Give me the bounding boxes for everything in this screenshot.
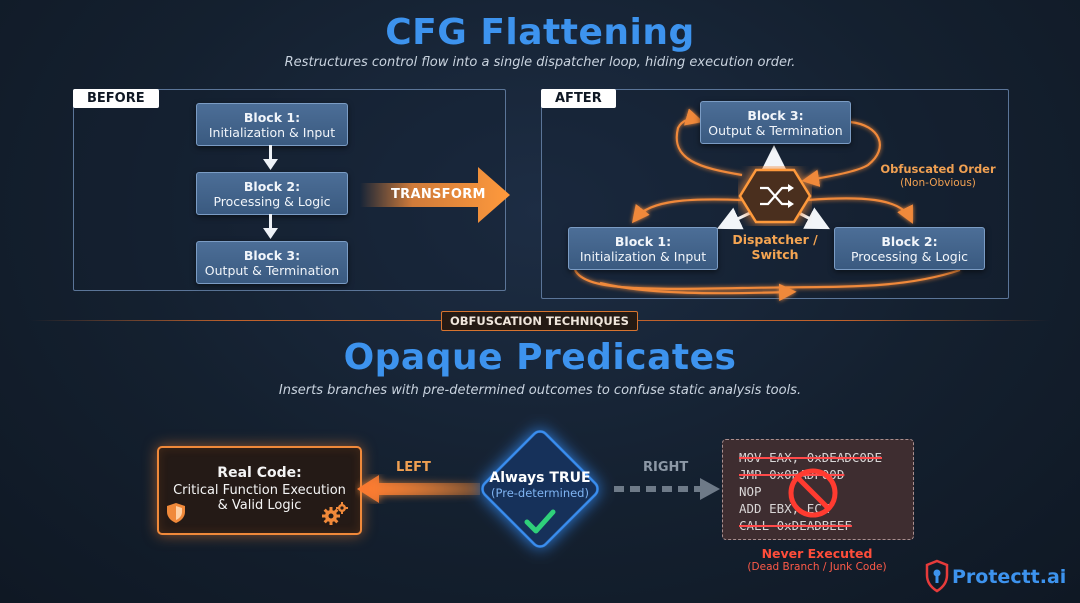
block-name: Block 3:: [243, 247, 301, 263]
block-desc: Output & Termination: [708, 122, 843, 138]
predicate-note: (Pre-determined): [491, 486, 589, 500]
block-desc: Processing & Logic: [213, 193, 331, 209]
dead-code-line: JMP 0x0BADF00D: [739, 467, 845, 482]
prohibited-icon: [788, 468, 838, 518]
left-label: LEFT: [396, 460, 431, 475]
predicate-diamond: [481, 430, 599, 548]
right-branch-arrow: [614, 478, 720, 500]
dispatcher-line-2: Switch: [751, 247, 799, 262]
gears-icon: [322, 502, 348, 525]
block-desc: Processing & Logic: [850, 248, 969, 264]
right-label: RIGHT: [643, 460, 689, 475]
block-desc: Initialization & Input: [579, 248, 707, 264]
cfg-subtitle: Restructures control flow into a single …: [284, 55, 796, 70]
block-name: Block 2:: [243, 178, 301, 194]
predicate-title: Always TRUE: [489, 470, 591, 486]
block-desc: Initialization & Input: [208, 124, 336, 140]
real-code-title: Real Code:: [217, 465, 302, 481]
before-block-2: Block 2: Processing & Logic: [196, 172, 348, 215]
dead-code-line: CALL 0xDEADBEEF: [739, 518, 852, 533]
after-block-1: Block 1: Initialization & Input: [568, 227, 718, 270]
transform-arrow: [360, 167, 510, 223]
block-name: Block 2:: [881, 233, 938, 249]
never-executed-label: Never Executed: [761, 546, 873, 561]
transform-label: TRANSFORM: [391, 187, 486, 202]
real-code-line-2: & Valid Logic: [217, 498, 302, 513]
obfuscated-order-label: Obfuscated Order: [880, 162, 996, 176]
cfg-title: CFG Flattening: [385, 12, 695, 53]
block-name: Block 3:: [747, 107, 804, 123]
opaque-title: Opaque Predicates: [343, 337, 737, 378]
after-tag: AFTER: [541, 89, 616, 108]
protectt-logo-icon: [925, 559, 949, 593]
shield-icon: [167, 503, 185, 523]
never-executed-sub: (Dead Branch / Junk Code): [747, 561, 887, 573]
before-tag: BEFORE: [73, 89, 159, 108]
obfuscated-order-note: Obfuscated Order (Non-Obvious): [880, 162, 996, 190]
never-executed-note: Never Executed (Dead Branch / Junk Code): [722, 546, 912, 573]
dispatcher-hexagon: [738, 168, 812, 224]
after-block-2: Block 2: Processing & Logic: [834, 227, 985, 270]
before-block-3: Block 3: Output & Termination: [196, 241, 348, 284]
obfuscated-order-sub: (Non-Obvious): [900, 177, 976, 189]
real-code-line-1: Critical Function Execution: [173, 483, 346, 498]
dead-code-line: NOP: [739, 484, 762, 499]
dead-code-line: MOV EAX, 0xDEADC0DE: [739, 450, 882, 465]
checkmark-icon: [524, 509, 556, 534]
block-name: Block 1:: [614, 233, 672, 249]
block-name: Block 1:: [243, 109, 301, 125]
real-code-box: Real Code: Critical Function Execution &…: [157, 446, 362, 535]
section-badge: OBFUSCATION TECHNIQUES: [441, 311, 638, 331]
dispatcher-line-1: Dispatcher /: [732, 232, 818, 247]
brand-name: Protectt.ai: [952, 566, 1067, 588]
opaque-subtitle: Inserts branches with pre-determined out…: [278, 383, 802, 398]
after-block-3: Block 3: Output & Termination: [700, 101, 851, 144]
dispatcher-label: Dispatcher / Switch: [726, 232, 824, 262]
before-block-1: Block 1: Initialization & Input: [196, 103, 348, 146]
predicate-label: Always TRUE (Pre-determined): [465, 470, 615, 500]
shuffle-icon: [760, 184, 794, 208]
left-branch-arrow: [357, 475, 480, 503]
block-desc: Output & Termination: [204, 262, 340, 278]
dead-code-box: MOV EAX, 0xDEADC0DE JMP 0x0BADF00D NOP A…: [722, 439, 914, 540]
